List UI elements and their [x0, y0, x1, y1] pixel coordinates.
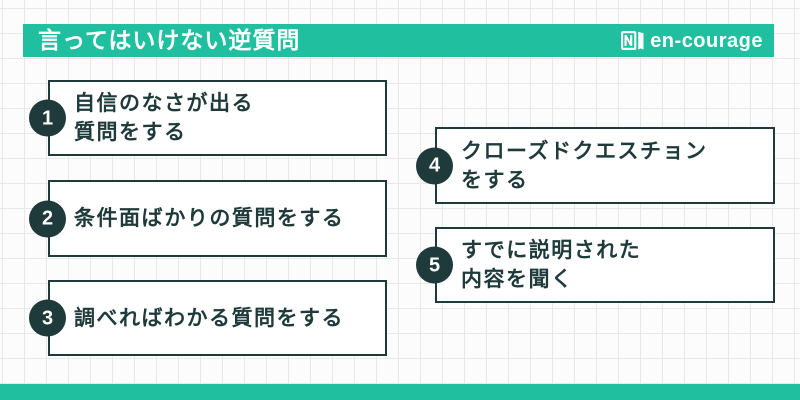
logo-text: en-courage	[650, 29, 763, 52]
book-icon	[620, 30, 645, 51]
list-item-5: 5 すでに説明された 内容を聞く	[416, 227, 775, 303]
item-number-badge: 4	[416, 147, 453, 184]
item-number-badge: 3	[29, 299, 66, 337]
page-title: 言ってはいけない逆質問	[38, 27, 301, 53]
item-text-line: クローズドクエスチョン	[461, 139, 708, 163]
item-text-line: 質問をする	[74, 121, 187, 144]
item-text: すでに説明された 内容を聞く	[437, 236, 641, 294]
list-item-1: 1 自信のなさが出る 質問をする	[29, 80, 387, 156]
item-text-line: 調べればわかる質問をする	[74, 306, 344, 330]
item-text-line: をする	[461, 168, 529, 192]
item-number-badge: 5	[416, 246, 453, 284]
header-bar: 言ってはいけない逆質問 en-courage	[23, 24, 774, 57]
item-text: 調べればわかる質問をする	[50, 304, 344, 333]
list-item-4: 4 クローズドクエスチョン をする	[416, 127, 775, 204]
item-text: 条件面ばかりの質問をする	[50, 204, 344, 233]
item-text-line: 内容を聞く	[461, 268, 574, 291]
list-item-2: 2 条件面ばかりの質問をする	[29, 180, 387, 257]
item-number-badge: 2	[29, 200, 66, 237]
footer-bar	[0, 384, 800, 400]
item-number-badge: 1	[29, 99, 66, 137]
logo: en-courage	[620, 30, 763, 51]
list-item-3: 3 調べればわかる質問をする	[29, 280, 387, 356]
item-text: 自信のなさが出る 質問をする	[50, 89, 254, 147]
item-text: クローズドクエスチョン をする	[437, 137, 707, 195]
item-text-line: 条件面ばかりの質問をする	[74, 207, 345, 230]
item-text-line: すでに説明された	[461, 239, 642, 262]
item-text-line: 自信のなさが出る	[74, 92, 254, 115]
